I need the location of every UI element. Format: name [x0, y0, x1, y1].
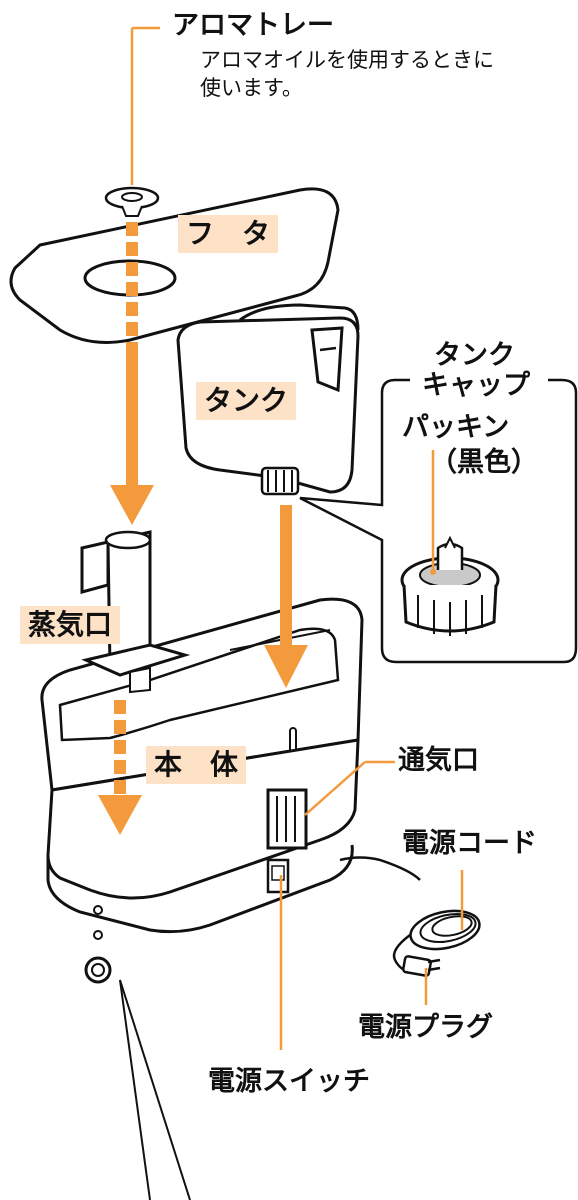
tank-cap-title-line2: キャップ — [418, 370, 534, 402]
packing-label-line2: （黒色） — [430, 447, 538, 478]
vent-label: 通気口 — [398, 745, 479, 776]
power-cord-illustration — [339, 856, 481, 1005]
lid-label: フ タ — [178, 215, 279, 253]
body-label: 本 体 — [146, 746, 247, 784]
packing-label-line1: パッキン — [402, 412, 510, 443]
tank-cap-title-line1: タンク — [430, 340, 519, 372]
aroma-tray-desc-line2: 使います。 — [200, 76, 303, 100]
aroma-tray-desc-line1: アロマオイルを使用するときに — [200, 48, 494, 72]
steam-outlet-label: 蒸気口 — [20, 606, 121, 644]
aroma-tray-title: アロマトレー — [172, 10, 334, 41]
main-body-illustration — [40, 597, 364, 1200]
aroma-tray-leader — [130, 26, 160, 185]
assembly-arrows — [98, 222, 308, 835]
power-cord-label: 電源コード — [402, 828, 537, 859]
tank-label: タンク — [196, 382, 297, 420]
power-switch-label: 電源スイッチ — [208, 1066, 370, 1097]
tank-cap-callout — [299, 378, 578, 664]
power-plug-label: 電源プラグ — [358, 1012, 493, 1043]
